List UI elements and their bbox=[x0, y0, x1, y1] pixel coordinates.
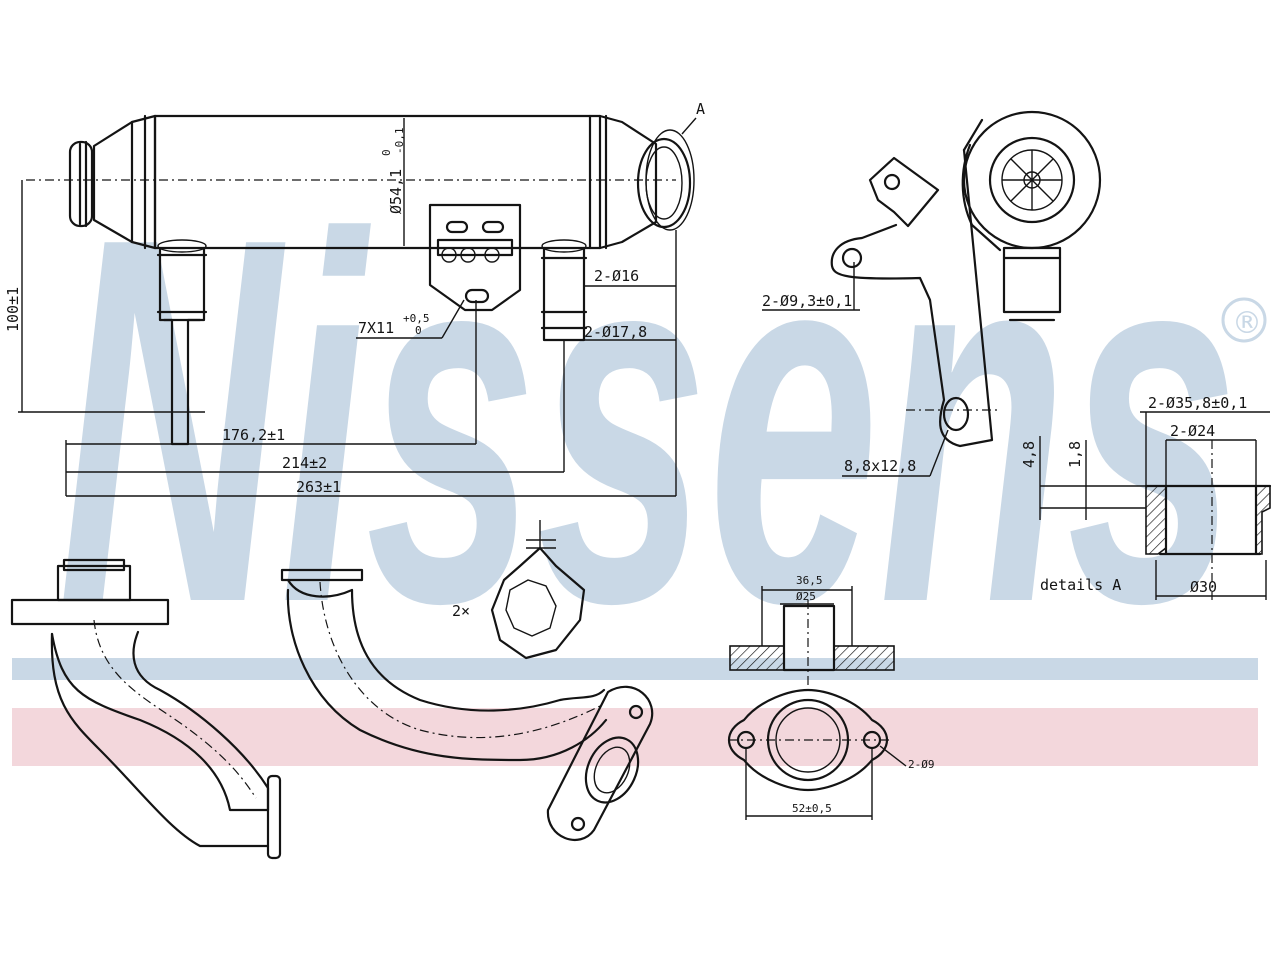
dim-diameter-body: Ø54,1 bbox=[387, 169, 405, 214]
detail-a-section: 2-Ø35,8±0,1 2-Ø24 4,8 1,8 Ø30 details A bbox=[1020, 394, 1272, 600]
cooler-side-view: 2-Ø9,3±0,1 8,8x12,8 bbox=[762, 110, 1102, 477]
dim-flange-365: 36,5 bbox=[796, 574, 823, 587]
dim-diameter-tol-upper: 0 bbox=[380, 149, 393, 156]
dim-slot-tol-lower: 0 bbox=[415, 324, 422, 337]
registered-mark-icon: ® bbox=[1232, 306, 1262, 341]
cooler-body-view: A 100±1 Ø54,1 0 -0,1 2-Ø16 2-Ø17,8 7X11 … bbox=[4, 100, 705, 497]
gasket-detail: 2× bbox=[452, 520, 586, 660]
dim-port-d16: 2-Ø16 bbox=[594, 267, 639, 285]
blue-stripe bbox=[12, 658, 1258, 680]
dim-detail-d358: 2-Ø35,8±0,1 bbox=[1148, 394, 1247, 412]
dim-detail-48: 4,8 bbox=[1020, 441, 1038, 468]
dim-slot-88: 8,8x12,8 bbox=[844, 457, 916, 475]
side-core-spokes bbox=[1002, 150, 1062, 210]
right-flange bbox=[636, 137, 692, 229]
detail-a-flange-left bbox=[1145, 485, 1167, 555]
gasket-quantity: 2× bbox=[452, 602, 470, 620]
dim-height-100: 100±1 bbox=[4, 287, 22, 332]
pipe-middle-top-flange bbox=[280, 568, 364, 582]
pipe-middle-body bbox=[286, 588, 608, 762]
right-cone bbox=[598, 114, 658, 250]
dim-detail-18: 1,8 bbox=[1066, 441, 1084, 468]
dim-detail-d30: Ø30 bbox=[1190, 578, 1217, 596]
dim-diameter-tol-lower: -0,1 bbox=[393, 128, 406, 155]
dim-len-1762: 176,2±1 bbox=[222, 426, 285, 444]
dim-flange-d25: Ø25 bbox=[796, 590, 816, 603]
dim-detail-d24: 2-Ø24 bbox=[1170, 422, 1215, 440]
mounting-bracket bbox=[428, 203, 522, 312]
bracket-slot bbox=[464, 288, 490, 304]
detail-a-marker: A bbox=[696, 100, 705, 118]
side-bracket bbox=[868, 156, 940, 228]
flange-detail: 36,5 Ø25 2-Ø9 52±0,5 bbox=[728, 574, 935, 820]
dim-len-263: 263±1 bbox=[296, 478, 341, 496]
dim-hole-93: 2-Ø9,3±0,1 bbox=[762, 292, 852, 310]
registered-circle bbox=[1221, 297, 1267, 343]
dim-slot: 7X11 bbox=[358, 319, 394, 337]
flange-section-left bbox=[729, 645, 785, 671]
dim-slot-tol-upper: +0,5 bbox=[403, 312, 430, 325]
dim-len-214: 214±2 bbox=[282, 454, 327, 472]
flange-section-right bbox=[833, 645, 895, 671]
left-cone bbox=[92, 114, 157, 250]
egr-pipe-middle bbox=[280, 568, 654, 841]
detail-a-callout bbox=[645, 129, 695, 231]
side-port bbox=[1002, 246, 1062, 314]
dim-flange-52: 52±0,5 bbox=[792, 802, 832, 815]
dim-flange-holes: 2-Ø9 bbox=[908, 758, 935, 771]
pipe-left-body bbox=[50, 630, 270, 812]
detail-a-label: details A bbox=[1040, 576, 1121, 594]
dim-port-d178: 2-Ø17,8 bbox=[584, 323, 647, 341]
gasket-star bbox=[490, 546, 586, 660]
pipe-left-end-flange bbox=[266, 774, 282, 860]
detail-a-flange-right bbox=[1255, 485, 1271, 555]
pipe-middle-end-flange bbox=[546, 685, 654, 841]
left-flange bbox=[68, 140, 94, 228]
egr-pipe-left bbox=[10, 558, 282, 860]
